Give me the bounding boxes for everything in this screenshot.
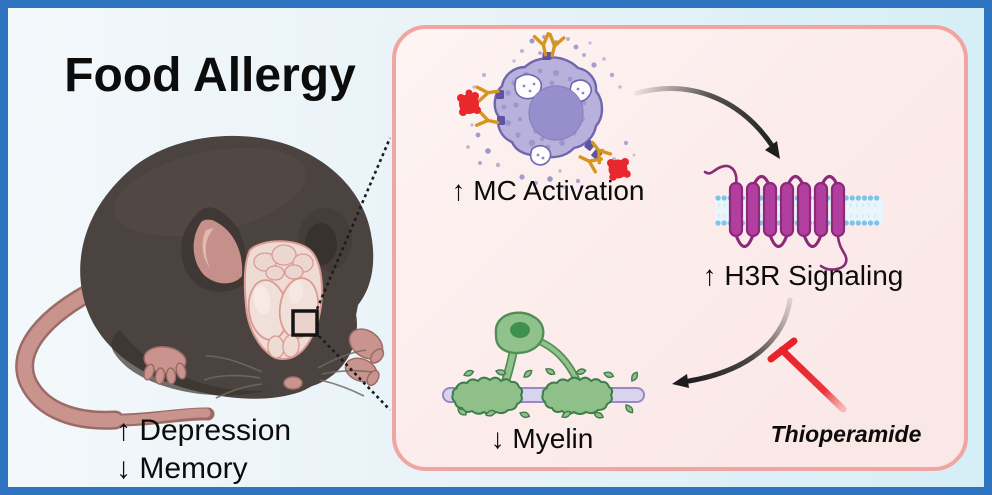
receptor-helices-icon — [728, 181, 846, 238]
mast-cell-icon — [457, 32, 636, 189]
mast-cell-nucleus-icon — [528, 85, 584, 141]
h3r-signaling-label: ↑ H3R Signaling — [702, 260, 904, 291]
outcome-labels: ↑ Depression ↓ Memory — [116, 412, 291, 488]
inhibition-tbar-icon — [767, 337, 847, 413]
outcome-memory-label: ↓ Memory — [116, 452, 248, 485]
zoom-callout-dotted-lines-icon — [315, 137, 392, 411]
curved-arrow-h3r-to-myelin-icon — [672, 297, 793, 388]
h3-receptor-membrane-icon — [703, 164, 883, 271]
mouse-nose-icon — [283, 376, 303, 390]
myelin-label: ↓ Myelin — [490, 423, 594, 454]
allergen-icon — [457, 89, 631, 181]
mc-activation-label: ↑ MC Activation — [451, 175, 645, 206]
mouse-left-ear-icon — [181, 207, 247, 292]
figure-title: Food Allergy — [64, 49, 356, 102]
process-arrows-overlay — [634, 86, 847, 413]
outcome-depression-label: ↑ Depression — [116, 414, 292, 447]
curved-arrow-mc-to-h3r-icon — [634, 86, 780, 159]
oligodendrocyte-demyelination-icon — [442, 311, 645, 421]
mouse-tail-icon — [15, 278, 215, 430]
thioperamide-label: Thioperamide — [770, 421, 922, 447]
mouse-whiskers-icon — [203, 349, 373, 399]
receptor-termini-icon — [703, 164, 848, 271]
brain-zoom-square-icon — [291, 309, 319, 337]
oligodendrocyte-nucleus-icon — [510, 322, 530, 338]
brain-mechanism-panel: ↑ MC Activation ↑ H3R Signaling ↓ Myelin… — [392, 25, 968, 471]
